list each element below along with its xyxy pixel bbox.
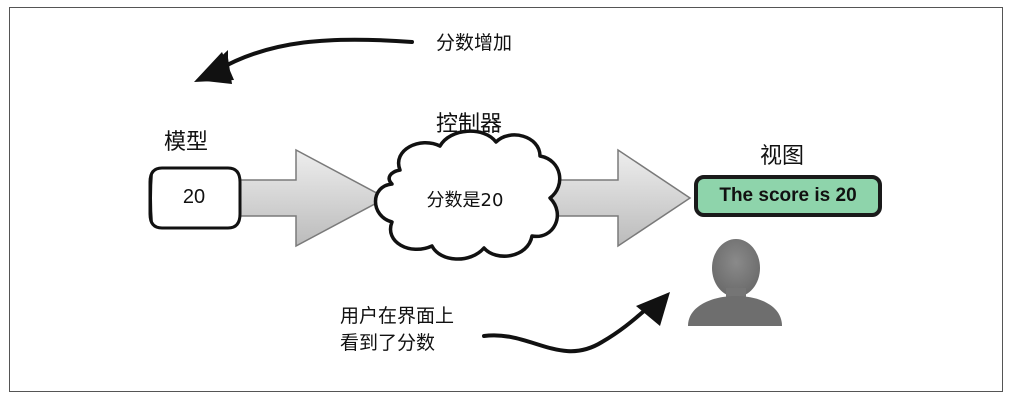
user-sees-caption: 用户在界面上 看到了分数 [340, 303, 454, 357]
view-label: 视图 [760, 144, 805, 169]
user-avatar [688, 239, 782, 326]
user-sees-line-2: 看到了分数 [340, 332, 436, 354]
user-sees-arrow [482, 292, 670, 354]
controller-label: 控制器 [436, 112, 503, 137]
controller-text: 分数是20 [426, 190, 504, 211]
user-sees-line-1: 用户在界面上 [340, 305, 455, 327]
score-increase-label: 分数增加 [436, 32, 513, 54]
model-label: 模型 [164, 130, 209, 155]
model-box [148, 166, 242, 230]
model-to-controller-arrow [239, 148, 388, 248]
diagram-frame [9, 7, 1003, 392]
score-increase-arrow [194, 37, 414, 84]
controller-cloud [373, 129, 562, 261]
controller-to-view-arrow [551, 148, 692, 248]
model-value: 20 [182, 186, 206, 208]
view-score-display: The score is 20 [694, 175, 882, 217]
